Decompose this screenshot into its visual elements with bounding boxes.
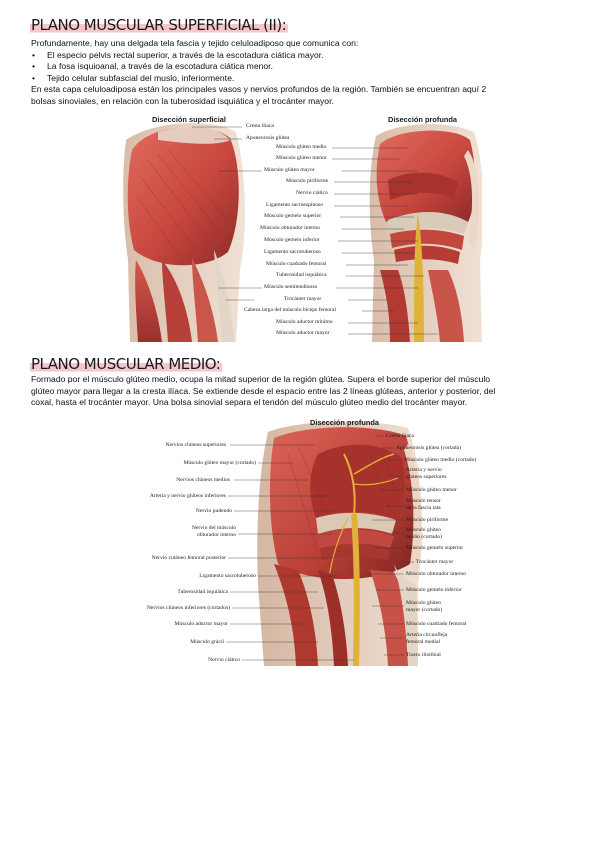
label-nervio-obturador-2: obturador interno [197, 531, 236, 538]
list-item: Tejido celular subfascial del muslo, inf… [31, 73, 324, 85]
label-arteria-nervio-1: Arteria y nervio [406, 467, 442, 473]
label-nervio-ciatico: Nervio ciático [296, 190, 328, 196]
label-nervio-pudendo: Nervio pudendo [195, 508, 232, 514]
label-aductor-minimo: Músculo aductor mínimo [276, 319, 333, 325]
label-obturador-interno: Músculo obturador interno [260, 225, 320, 231]
label-gracil: Músculo grácil [190, 639, 224, 645]
label-piriforme-2: Músculo piriforme [406, 517, 449, 523]
label-clunios-medios: Nervios clúneos medios [176, 477, 230, 483]
gluteal-illustration [123, 123, 482, 342]
label-gemelo-inferior: Músculo gemelo inferior [264, 237, 320, 243]
label-cresta-iliaca-2: Cresta ilíaca [386, 433, 414, 439]
anatomy-figure-gluteal-deep: Disección profunda [118, 414, 494, 666]
label-tuberosidad-isquiatica-2: Tuberosidad isquiática [177, 589, 228, 595]
label-circunfleja-2: femoral medial [406, 638, 441, 645]
label-gemelo-superior: Músculo gemelo superior [264, 213, 322, 219]
anatomy-figure-gluteal-superficial: Disección superficial Disección profunda [118, 110, 482, 342]
label-gemelo-inferior-2: Músculo gemelo inferior [406, 587, 462, 593]
label-nervio-ciatico-2: Nervio ciático [208, 657, 240, 663]
label-aponeurosis-cortada: Aponeurosis glútea (cortada) [396, 445, 461, 451]
gluteal-deep-illustration [257, 421, 423, 666]
list-item: La fosa isquioanal, a través de la escot… [31, 61, 324, 73]
label-ligamento-sacrotuberoso-2: Ligamento sacrotuberoso [199, 573, 256, 579]
label-tensor-fascia-1: Músculo tensor [406, 498, 441, 504]
label-clunios-inferiores: Nervios clúneos inferiores (cortados) [146, 605, 230, 611]
figure-title-deep-2: Disección profunda [310, 418, 379, 427]
label-arteria-nervio-gluteos-inferiores: Arteria y nervio glúteos inferiores [149, 493, 226, 499]
label-circunfleja-1: Arteria circunfleja [406, 632, 448, 638]
label-clunios-superiores: Nervios clúneos superiores [165, 442, 226, 448]
label-gluteo-medio-2: medio (cortado) [406, 533, 442, 540]
label-tuberosidad-isquiatica: Tuberosidad isquiática [276, 272, 327, 278]
section-heading-medio: PLANO MUSCULAR MEDIO: [30, 355, 223, 373]
label-leader-lines [192, 126, 438, 335]
label-aductor-mayor-2: Músculo aductor mayor [174, 621, 228, 627]
section-heading-superficial: PLANO MUSCULAR SUPERFICIAL (II): [30, 16, 289, 34]
label-tensor-fascia-2: de la fascia lata [406, 504, 441, 511]
intro-paragraph: Profundamente, hay una delgada tela fasc… [31, 38, 359, 48]
figure-title-superficial: Disección superficial [152, 115, 226, 124]
label-ligamento-sacrotuberoso: Ligamento sacrotuberoso [264, 249, 321, 255]
label-semitendinoso: Músculo semitendinoso [264, 284, 318, 290]
label-nervio-obturador-1: Nervio del músculo [191, 525, 236, 531]
label-tracto-iliotibial: Tracto iliotibial [406, 652, 441, 658]
label-gluteo-mayor-1: Músculo glúteo [406, 600, 441, 606]
label-trocanter-mayor: Trocánter mayor [284, 296, 322, 302]
figure-title-deep: Disección profunda [388, 115, 457, 124]
label-aponeurosis-glutea: Aponeurosis glútea [246, 135, 290, 141]
label-gluteo-mayor: Músculo glúteo mayor [264, 167, 315, 173]
label-obturador-interno-2: Músculo obturador interno [406, 571, 466, 577]
label-gluteo-mayor-cortado: Músculo glúteo mayor (cortado) [183, 460, 256, 466]
label-arteria-nervio-2: glúteos superiores [406, 473, 447, 480]
medio-paragraph: Formado por el músculo glúteo medio, ocu… [31, 374, 496, 408]
label-cutaneo-femoral-posterior: Nervio cutáneo femoral posterior [151, 555, 226, 561]
label-aductor-mayor: Músculo aductor mayor [276, 330, 330, 336]
label-gluteo-mayor-2: mayor (cortado) [406, 606, 443, 613]
bullet-list: El especio pelvis rectal superior, a tra… [31, 50, 324, 85]
label-gluteo-medio-cortado: Músculo glúteo medio (cortado) [404, 457, 477, 463]
label-trocanter-mayor-2: Trocánter mayor [416, 559, 454, 565]
label-ligamento-sacroespinoso: Ligamento sacroespinoso [266, 202, 324, 208]
label-biceps-femoral: Cabeza larga del músculo bíceps femoral [244, 307, 337, 313]
label-gluteo-medio-1: Músculo glúteo [406, 527, 441, 533]
label-cresta-iliaca: Cresta ilíaca [246, 123, 274, 129]
list-item: El especio pelvis rectal superior, a tra… [31, 50, 324, 62]
label-piriforme: Músculo piriforme [286, 178, 329, 184]
vasos-paragraph: En esta capa celuloadiposa están los pri… [31, 84, 487, 106]
label-leader-lines-2 [226, 435, 414, 661]
label-gluteo-menor: Músculo glúteo menor [276, 155, 327, 161]
label-gemelo-superior-2: Músculo gemelo superior [406, 545, 464, 551]
label-gluteo-menor-2: Músculo glúteo menor [406, 487, 457, 493]
label-gluteo-medio: Músculo glúteo medio [276, 144, 327, 150]
label-cuadrado-femoral: Músculo cuadrado femoral [266, 261, 327, 267]
label-cuadrado-femoral-2: Músculo cuadrado femoral [406, 621, 467, 627]
